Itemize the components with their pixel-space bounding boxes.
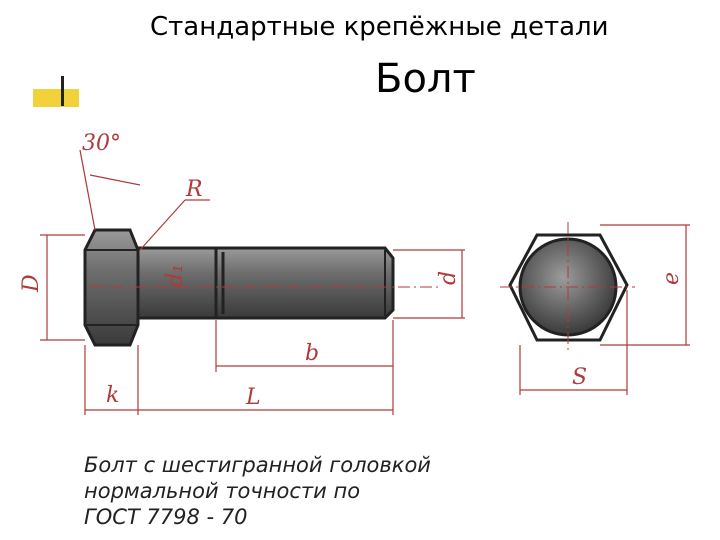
bolt-head-side — [83, 228, 140, 347]
label-thread-length: b — [305, 341, 319, 366]
label-thread-diameter: d — [436, 271, 461, 285]
caption-line-2: нормальной точности по — [84, 479, 361, 503]
label-shank-diameter: d₁ — [163, 264, 188, 287]
label-angle: 30° — [82, 131, 121, 156]
label-across-flats: S — [572, 365, 587, 390]
slide-title: Болт — [375, 56, 476, 102]
label-head-height: k — [106, 383, 119, 408]
bullet-marker — [33, 89, 79, 107]
caption-line-1: Болт с шестигранной головкой — [84, 453, 431, 477]
bolt-head-end-view — [500, 222, 635, 352]
bolt-shank-side — [90, 246, 440, 320]
label-head-diameter: D — [19, 274, 44, 293]
label-bolt-length: L — [245, 385, 261, 410]
slide-subtitle: Стандартные крепёжные детали — [150, 12, 609, 42]
caption-line-3: ГОСТ 7798 - 70 — [84, 505, 248, 529]
dimension-lines — [40, 149, 690, 415]
drawing-caption: Болт с шестигранной головкой нормальной … — [84, 452, 431, 530]
label-across-corners: e — [659, 272, 684, 285]
label-radius: R — [185, 177, 203, 202]
bullet-marker-bar — [61, 76, 64, 106]
